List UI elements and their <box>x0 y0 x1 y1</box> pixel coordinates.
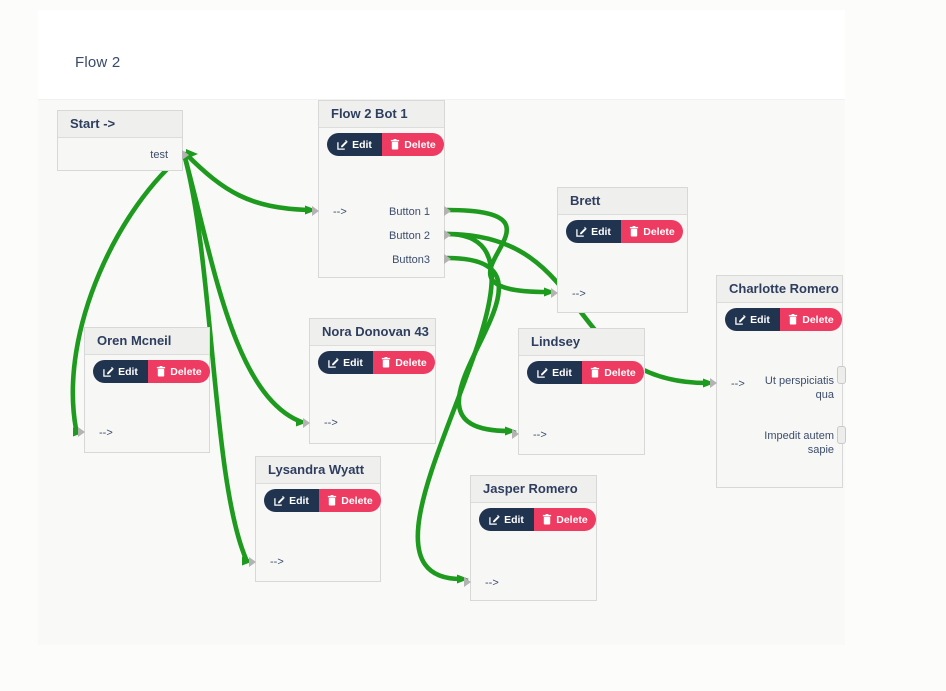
edit-button-label: Edit <box>750 313 770 326</box>
port-label-test: test <box>150 149 168 161</box>
delete-button[interactable]: Delete <box>382 133 444 156</box>
edit-pencil-icon <box>537 367 548 378</box>
delete-button-label: Delete <box>604 366 636 379</box>
edit-pencil-icon <box>576 226 587 237</box>
edit-button-label: Edit <box>552 366 572 379</box>
node-brett[interactable]: Brett Edit Delete --> <box>551 187 688 313</box>
node-charlotte[interactable]: Charlotte Romero Edit Delete --> Ut pers… <box>710 275 846 488</box>
input-port-label: --> <box>324 417 338 429</box>
node-charlotte-title: Charlotte Romero <box>717 276 842 303</box>
input-port[interactable] <box>303 418 310 428</box>
output-label-button1: Button 1 <box>389 206 430 218</box>
node-jasper[interactable]: Jasper Romero Edit Delete --> <box>464 475 597 601</box>
node-oren[interactable]: Oren Mcneil Edit Delete --> <box>78 327 210 453</box>
output-port-button1[interactable] <box>444 206 451 216</box>
delete-button-label: Delete <box>404 138 436 151</box>
delete-trash-icon <box>157 366 166 377</box>
node-jasper-title: Jasper Romero <box>471 476 596 503</box>
delete-trash-icon <box>630 226 639 237</box>
node-brett-title: Brett <box>558 188 687 215</box>
delete-trash-icon <box>382 357 391 368</box>
output-port-stub-1[interactable] <box>837 366 846 384</box>
delete-trash-icon <box>328 495 337 506</box>
edit-button[interactable]: Edit <box>93 360 148 383</box>
output-label-button2: Button 2 <box>389 230 430 242</box>
node-lysandra[interactable]: Lysandra Wyatt Edit Delete --> <box>249 456 381 582</box>
edit-pencil-icon <box>328 357 339 368</box>
node-lindsey[interactable]: Lindsey Edit Delete --> <box>512 328 645 455</box>
output-label-impedit-autem: Impedit autem sapie <box>764 430 834 456</box>
edit-pencil-icon <box>103 366 114 377</box>
edit-button[interactable]: Edit <box>566 220 621 243</box>
delete-button[interactable]: Delete <box>582 361 644 384</box>
node-nora[interactable]: Nora Donovan 43 Edit Delete --> <box>303 318 436 444</box>
flow-header-bar: Flow 2 <box>38 10 845 100</box>
node-flow2bot1-title: Flow 2 Bot 1 <box>319 101 444 128</box>
delete-trash-icon <box>543 514 552 525</box>
page-title: Flow 2 <box>75 54 121 71</box>
delete-button-label: Delete <box>395 356 427 369</box>
node-start[interactable]: Start -> test <box>57 110 189 171</box>
input-port[interactable] <box>464 577 471 587</box>
input-port[interactable] <box>512 429 519 439</box>
input-port-label: --> <box>572 288 586 300</box>
edit-button-label: Edit <box>591 225 611 238</box>
delete-button[interactable]: Delete <box>534 508 596 531</box>
delete-button-label: Delete <box>802 313 834 326</box>
input-port[interactable] <box>78 427 85 437</box>
input-port[interactable] <box>551 288 558 298</box>
edit-button-label: Edit <box>352 138 372 151</box>
output-port-button2[interactable] <box>444 230 451 240</box>
node-flow2bot1[interactable]: Flow 2 Bot 1 Edit Delete --> Button 1 Bu… <box>312 100 451 278</box>
output-label-ut-perspiciatis: Ut perspiciatis qua <box>764 375 834 401</box>
input-port-label: --> <box>533 429 547 441</box>
input-port-label: --> <box>99 427 113 439</box>
input-port-label: --> <box>270 556 284 568</box>
delete-trash-icon <box>789 314 798 325</box>
edit-button[interactable]: Edit <box>479 508 534 531</box>
input-port[interactable] <box>249 557 256 567</box>
node-nora-title: Nora Donovan 43 <box>310 319 435 346</box>
edit-button[interactable]: Edit <box>527 361 582 384</box>
output-port-test[interactable] <box>182 150 189 160</box>
node-oren-title: Oren Mcneil <box>85 328 209 355</box>
edit-button[interactable]: Edit <box>725 308 780 331</box>
edit-pencil-icon <box>489 514 500 525</box>
edit-button-label: Edit <box>504 513 524 526</box>
edit-pencil-icon <box>274 495 285 506</box>
edit-button[interactable]: Edit <box>327 133 382 156</box>
delete-button-label: Delete <box>341 494 373 507</box>
delete-button[interactable]: Delete <box>373 351 435 374</box>
input-port-label: --> <box>333 206 347 218</box>
node-lindsey-title: Lindsey <box>519 329 644 356</box>
edit-pencil-icon <box>735 314 746 325</box>
delete-button[interactable]: Delete <box>780 308 842 331</box>
delete-button[interactable]: Delete <box>319 489 381 512</box>
delete-button-label: Delete <box>556 513 588 526</box>
delete-button-label: Delete <box>643 225 675 238</box>
output-port-stub-2[interactable] <box>837 426 846 444</box>
delete-button[interactable]: Delete <box>148 360 210 383</box>
edit-button-label: Edit <box>118 365 138 378</box>
output-label-button3: Button3 <box>392 254 430 266</box>
edit-button[interactable]: Edit <box>318 351 373 374</box>
delete-trash-icon <box>591 367 600 378</box>
delete-button[interactable]: Delete <box>621 220 683 243</box>
edit-button-label: Edit <box>343 356 363 369</box>
edit-pencil-icon <box>337 139 348 150</box>
input-port-label: --> <box>485 577 499 589</box>
node-lysandra-title: Lysandra Wyatt <box>256 457 380 484</box>
edit-button-label: Edit <box>289 494 309 507</box>
node-start-title: Start -> <box>58 111 182 138</box>
input-port-label: --> <box>731 378 745 390</box>
delete-trash-icon <box>391 139 400 150</box>
edit-button[interactable]: Edit <box>264 489 319 512</box>
input-port[interactable] <box>312 206 319 216</box>
input-port[interactable] <box>710 378 717 388</box>
delete-button-label: Delete <box>170 365 202 378</box>
output-port-button3[interactable] <box>444 254 451 264</box>
